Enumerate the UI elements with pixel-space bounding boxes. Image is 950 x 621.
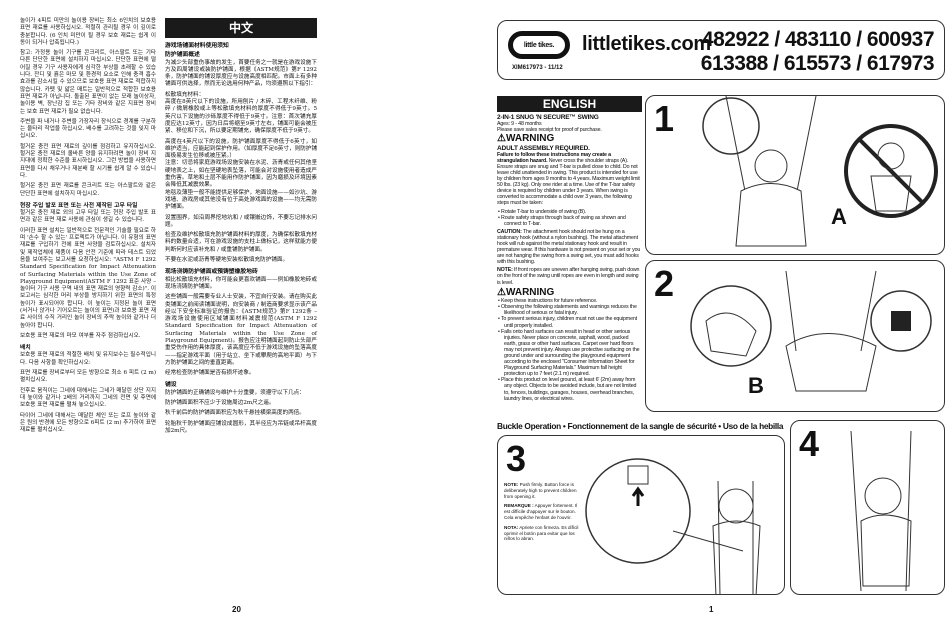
page-number-right: 1	[709, 605, 714, 614]
chinese-paragraph: 秋千前后的防护铺面面积应为秋千悬挂横梁高度的两倍。	[165, 410, 305, 417]
chinese-paragraph: 经常检查防护铺面是否有损坏迹象。	[165, 370, 255, 377]
note-english: NOTE: Push firmly. Button force is delib…	[504, 482, 577, 499]
strangulation-warning: Failure to follow these instructions may…	[497, 151, 640, 207]
chinese-paragraph: 检查及维护松散填充防护铺面材料的厚度，为确保松散填充材料的数量合适，可在游戏设施…	[165, 232, 317, 253]
step-1-panel: 1 A	[645, 95, 945, 255]
korean-paragraph: 전후로 움직이는 그네에 대해서는 그네가 매달린 상단 지지대 높이와 같거나…	[20, 387, 156, 409]
english-header: ENGLISH	[497, 96, 642, 112]
list-item: Observing the following statements and w…	[501, 304, 642, 316]
note-spanish: NOTA: Apriete con firmeza. Es difícil op…	[504, 524, 579, 542]
assembly-required: ADULT ASSEMBLY REQUIRED.	[497, 144, 590, 152]
english-column: ENGLISH 2-IN-1 SNUG 'N SECURE™ SWING Age…	[497, 96, 642, 402]
korean-paragraph: 보호용 표면 재료의 적절한 배치 및 유지보수는 필수적입니다. 다음 사항을…	[20, 352, 156, 366]
korean-paragraph: 이러한 표면 설치는 일반적으로 전문적인 기술을 필요로 하며 '손수 할 수…	[20, 227, 156, 329]
list-item: Place this product on level ground, at l…	[501, 377, 642, 401]
list-item: Rotate T-bar to underside of swing (B).	[501, 209, 642, 215]
warning-list: Keep these instructions for future refer…	[497, 298, 642, 402]
conversion-steps: Rotate T-bar to underside of swing (B). …	[497, 209, 642, 227]
step-number: 3	[506, 438, 527, 479]
korean-paragraph: 헐거운 충전 표면 재료를 콘크리트 또는 아스팔트와 같은 단단한 표면에 설…	[20, 183, 156, 197]
korean-paragraph: 헐거운 충전 표면 재료의 깊이를 점검하고 유지하십시오. 헐거운 충전 재료…	[20, 143, 156, 179]
step-3-panel: 3 NOTE: Push firmly. Button force is del…	[497, 435, 785, 595]
korean-heading: 배치	[20, 345, 31, 352]
chinese-column: 中文 游戏场铺面材料使用须知 防护铺面概述 为减少头部重伤事故的发生，首要任务之…	[165, 18, 317, 438]
list-item: Keep these instructions for future refer…	[501, 298, 642, 304]
step-number: 4	[799, 423, 820, 464]
buckle-notes: NOTE: Push firmly. Button force is delib…	[504, 482, 584, 546]
note-text: NOTE: If front ropes are uneven after ha…	[497, 267, 640, 286]
korean-paragraph: 놀이가 4피트 미만의 놀이용 장비는 최소 6인치의 보호용 표면 재료를 사…	[20, 18, 156, 46]
korean-paragraph: 헐거운 충전 재료 외의 고무 타일 또는 현장 주입 발포 표면과 같은 표면…	[20, 210, 156, 224]
korean-paragraph: 주변을 파 내거나 주변을 가장자리 장식으로 경계를 구분하는 울타리 작업을…	[20, 118, 156, 140]
document-header: little tikes. littletikes.com XIM617973 …	[497, 20, 945, 80]
note-french: REMARQUE : Appuyer fortement. Il est dif…	[504, 503, 578, 520]
korean-paragraph: 타이어 그네에 대해서는 매달린 체인 또는 로프 높이와 같은 원의 반경에 …	[20, 412, 156, 434]
step-4-panel: 4	[790, 420, 945, 595]
swing-child-side-illustration	[850, 430, 912, 592]
swing-child-illustration	[702, 96, 938, 247]
list-item: Route safety straps through back of swin…	[501, 215, 642, 227]
chinese-heading: 防护铺面概述	[165, 52, 200, 59]
korean-paragraph: 표면 재료를 장비로부터 모든 방향으로 최소 6 피트 (2 m)펼치십시오.	[20, 370, 156, 384]
website: littletikes.com	[582, 33, 711, 55]
korean-paragraph: 보호용 표면 재료의 마모 여부를 자주 점검하십시오.	[20, 332, 141, 339]
caution-text: CAUTION: The attachment hook should not …	[497, 228, 641, 266]
chinese-paragraph: 设置围界，如沿周界挖地坑和 / 或镶嵌边饰，不要忘记排水问题。	[165, 214, 317, 228]
chinese-paragraph: 防护铺面的正确铺设与维护十分重要，须遵守以下几点：	[165, 389, 305, 396]
chinese-paragraph: 松散填充材料： 高度在8英尺以下的设施，所用刨片 / 木碎、工程木纤维、粉碎 /…	[165, 91, 317, 135]
chinese-heading: 现场浇铸防护铺面或預铸塑橡胶地砖	[165, 269, 258, 276]
chinese-paragraph: 为减少头部重伤事故的发生，首要任务之一就是在游戏设施下方及四周铺设或装防护铺面，…	[165, 59, 317, 88]
buckle-illustration	[585, 458, 761, 594]
warning-heading: ⚠WARNING	[497, 286, 555, 298]
receipt-note: Please save sales receipt for proof of p…	[497, 127, 602, 134]
chinese-paragraph: 这些铺面一般需要专业人士安装，不宜自行安装。请在购买此类铺面之前阅读铺面说明，向…	[165, 294, 317, 366]
step-number: 1	[654, 98, 675, 139]
chinese-heading: 铺设	[165, 382, 177, 389]
callout-label: B	[748, 373, 764, 398]
little-tikes-logo: little tikes.	[508, 31, 570, 59]
warning-heading: ⚠WARNING	[497, 133, 555, 145]
list-item: Falls onto hard surfaces can result in h…	[501, 329, 642, 378]
chinese-paragraph: 不要在水泥或沥青等硬地安装松散填充防护铺面。	[165, 257, 289, 264]
chinese-title: 游戏场铺面材料使用须知	[165, 43, 229, 49]
step-2-panel: 2 B	[645, 260, 945, 412]
document-code: XIM617973 - 11/12	[512, 65, 563, 71]
ages: Ages: 9 - 48 months	[497, 121, 542, 127]
product-name: 2-IN-1 SNUG 'N SECURE™ SWING	[497, 114, 599, 121]
chinese-paragraph: 轮胎秋千防护铺面应铺设成圆形，其半径应为吊链或吊杆高度加2m尺。	[165, 420, 317, 434]
chinese-paragraph: 高度在4英尺以下的设施，防护铺面厚度不得低于6英寸，如维护适当，应能起到保护作用…	[165, 138, 317, 211]
callout-label: A	[831, 204, 847, 229]
chinese-paragraph: 相比松散填充材料，你可能会更喜欢铺面——例如橡胶地砖或现场浇铸防护铺面。	[165, 276, 317, 290]
korean-column: 놀이가 4피트 미만의 놀이용 장비는 최소 6인치의 보호용 표면 재료를 사…	[20, 18, 156, 437]
korean-paragraph: 참고: 가정용 놀이 기구를 콘크리트, 아스팔트 또는 기타 다른 단단한 표…	[20, 50, 156, 115]
buckle-operation-title: Buckle Operation • Fonctionnement de la …	[497, 421, 784, 431]
page-number-left: 20	[232, 605, 241, 614]
chinese-header: 中文	[165, 18, 317, 38]
korean-heading: 현장 주입 발포 표면 또는 사전 제작된 고무 타일	[20, 202, 138, 209]
swing-tbar-illustration	[690, 270, 932, 392]
chinese-paragraph: 防护铺面面积不应少于设施周边2m尺之遥。	[165, 400, 275, 407]
step-number: 2	[654, 263, 675, 304]
list-item: To prevent serious injury, children must…	[501, 316, 642, 328]
